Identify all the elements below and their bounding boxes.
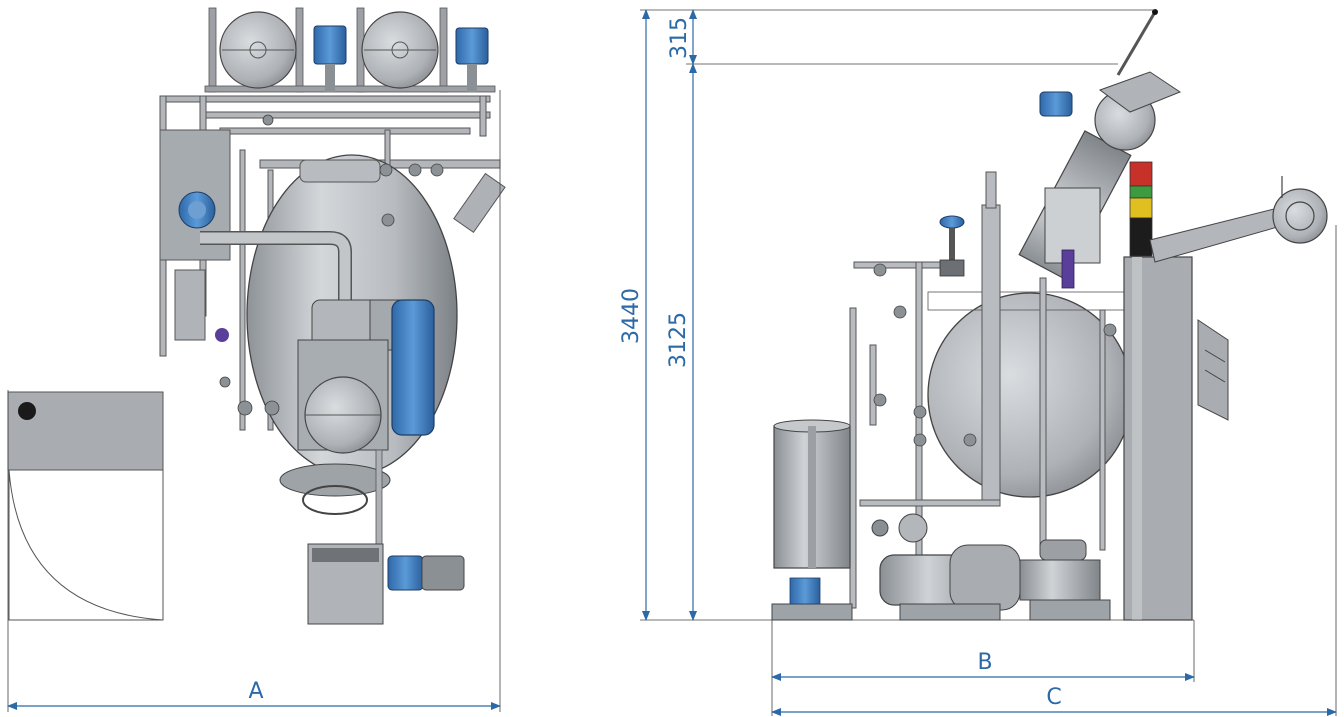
main-pump-front xyxy=(297,299,435,454)
dimension-c-label: C xyxy=(1046,685,1061,710)
side-access-door xyxy=(1197,319,1229,421)
auxiliary-tank xyxy=(773,419,851,569)
dimension-3440-label: 3440 xyxy=(619,288,644,344)
dimension-c: C xyxy=(771,225,1337,716)
pipe-network-side xyxy=(849,171,1106,609)
top-frame xyxy=(204,7,496,93)
operator-panel xyxy=(7,391,164,621)
signal-tower xyxy=(1129,161,1153,257)
dimension-3125: 3125 xyxy=(666,63,1118,621)
dimension-a: A xyxy=(7,90,501,712)
dimension-3440: 3440 xyxy=(619,9,1194,621)
main-pump-side xyxy=(871,513,1101,611)
valves-side xyxy=(873,263,1117,447)
reel-housing xyxy=(1018,9,1182,289)
dimension-a-label: A xyxy=(248,679,263,704)
valves-front xyxy=(219,114,444,416)
dimension-315: 315 xyxy=(667,9,697,65)
bottom-filter-front xyxy=(279,449,465,625)
dimension-315-label: 315 xyxy=(667,17,692,59)
fabric-arm xyxy=(1149,176,1328,263)
dimension-b: B xyxy=(771,620,1195,716)
control-valve-side xyxy=(939,215,965,277)
dimension-b-label: B xyxy=(977,650,992,675)
dimension-3125-label: 3125 xyxy=(666,312,691,368)
front-view-machine xyxy=(7,7,506,625)
side-view-machine xyxy=(771,9,1328,621)
base-frame xyxy=(771,577,1111,621)
